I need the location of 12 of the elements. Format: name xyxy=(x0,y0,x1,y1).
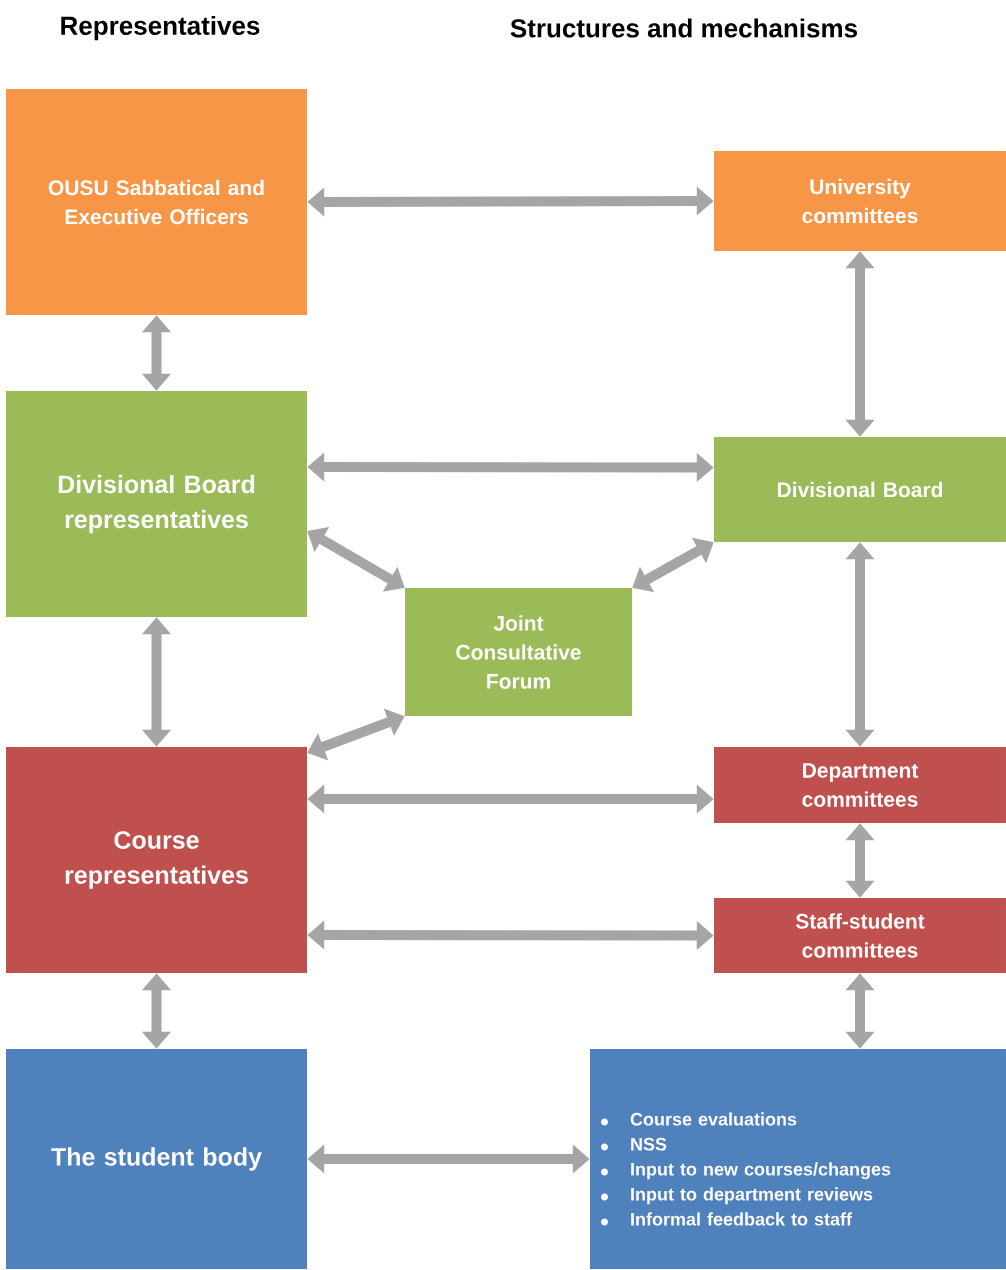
process-box: University committees xyxy=(714,151,1006,251)
heading: Representatives xyxy=(61,15,260,41)
process-box: Divisional Board xyxy=(714,437,1006,542)
process-box: Department committees xyxy=(714,747,1006,823)
process-box: Staff-student committees xyxy=(714,898,1006,973)
process-box: OUSU Sabbatical and Executive Officers xyxy=(6,89,307,315)
heading: Structures and mechanisms xyxy=(510,18,857,38)
process-box: Divisional Board representatives xyxy=(6,391,307,617)
process-box: Joint Consultative Forum xyxy=(405,588,632,716)
bullet-list-box: Course evaluations NSS Input to new courses/changes Input to department reviews Informal feedback to staff xyxy=(590,1049,1006,1269)
process-box: Course representatives xyxy=(6,747,307,973)
process-box: The student body xyxy=(6,1049,307,1269)
